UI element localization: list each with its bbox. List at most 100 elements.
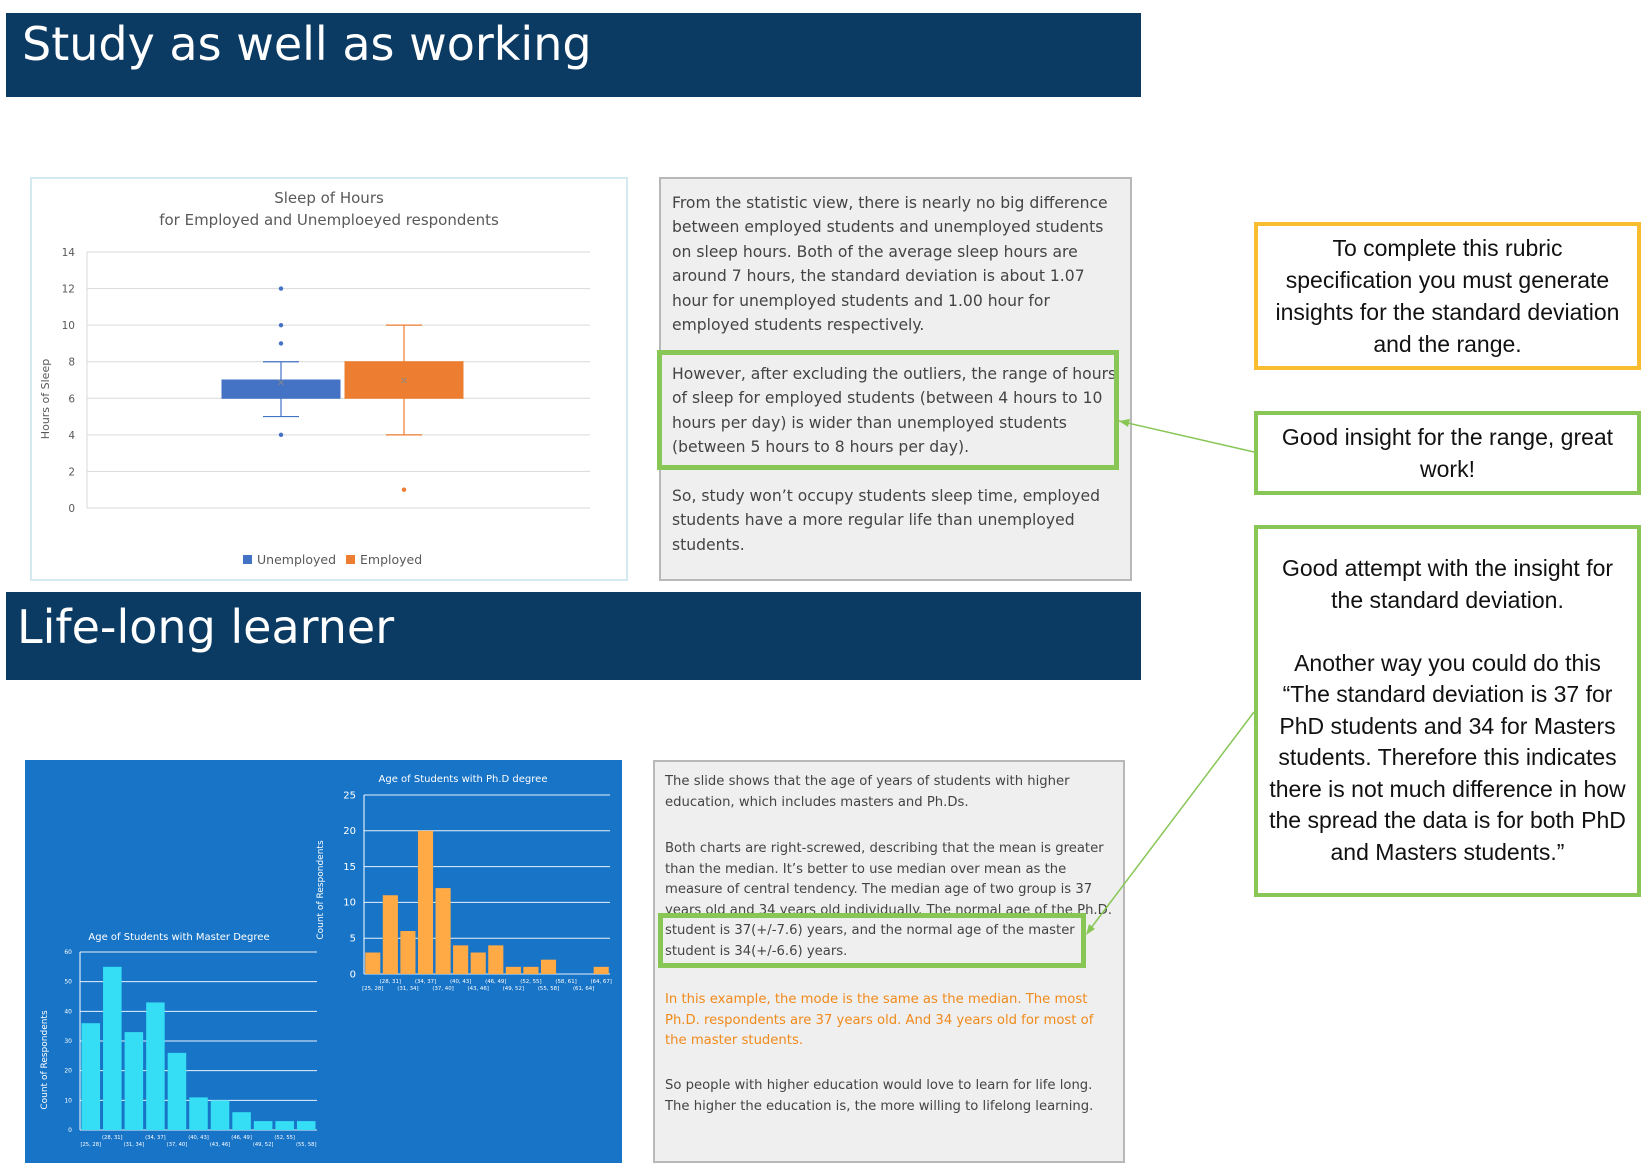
phd-bar bbox=[505, 966, 521, 974]
age-analysis-text: The slide shows that the age of years of… bbox=[653, 760, 1125, 1163]
master-x-tick-label: (28, 31] bbox=[102, 1135, 123, 1141]
master-bar bbox=[275, 1121, 294, 1130]
sleep-y-tick-label: 6 bbox=[68, 393, 75, 405]
master-y-tick-label: 10 bbox=[64, 1097, 72, 1104]
section-title-study-working: Study as well as working bbox=[6, 13, 1141, 97]
age-charts-panel: Age of Students with Ph.D degree Count o… bbox=[25, 760, 622, 1163]
age-text-paragraph-2: Both charts are right-screwed, describin… bbox=[665, 841, 1112, 959]
master-y-tick-label: 50 bbox=[64, 979, 72, 986]
age-text-paragraph-1: The slide shows that the age of years of… bbox=[665, 774, 1070, 810]
phd-y-tick-label: 15 bbox=[343, 862, 356, 873]
phd-y-tick-label: 10 bbox=[343, 898, 356, 909]
master-y-tick-label: 30 bbox=[64, 1038, 72, 1045]
age-text-paragraph-3: In this example, the mode is the same as… bbox=[665, 992, 1094, 1049]
phd-bar bbox=[417, 830, 434, 974]
sleep-y-tick-label: 4 bbox=[68, 430, 75, 442]
master-bar bbox=[81, 1023, 101, 1130]
phd-bar bbox=[435, 888, 451, 974]
master-bar bbox=[253, 1121, 273, 1130]
unemployed-outlier-point bbox=[278, 322, 284, 328]
master-x-tick-label: (52, 55] bbox=[274, 1135, 295, 1141]
age-text-paragraph-4: So people with higher education would lo… bbox=[665, 1078, 1094, 1114]
phd-bar bbox=[523, 966, 539, 974]
sleep-text-paragraph-3: So, study won’t occupy students sleep ti… bbox=[672, 487, 1101, 554]
unemployed-mean-marker: × bbox=[277, 377, 285, 388]
sleep-y-tick-label: 10 bbox=[62, 320, 75, 332]
phd-x-tick-label: (43, 46] bbox=[468, 986, 489, 992]
master-chart-title: Age of Students with Master Degree bbox=[88, 932, 269, 943]
phd-y-tick-label: 25 bbox=[343, 790, 356, 801]
sleep-y-tick-label: 12 bbox=[62, 284, 75, 296]
sleep-text-paragraph-1: From the statistic view, there is nearly… bbox=[672, 194, 1108, 335]
phd-bar bbox=[400, 931, 416, 974]
sleep-chart-panel: Sleep of Hours for Employed and Unemploe… bbox=[30, 177, 628, 581]
phd-y-axis-label: Count of Respondents bbox=[316, 840, 326, 940]
feedback-std-text-2: Another way you could do this “The stand… bbox=[1269, 649, 1626, 866]
phd-bar bbox=[593, 966, 609, 974]
phd-x-tick-label: (46, 49] bbox=[485, 979, 506, 985]
master-y-tick-label: 60 bbox=[64, 949, 72, 956]
section-title-life-long-learner: Life-long learner bbox=[6, 592, 1141, 680]
master-x-tick-label: (31, 34] bbox=[124, 1142, 145, 1148]
age-histograms: Age of Students with Ph.D degree Count o… bbox=[40, 774, 612, 1148]
feedback-std-text-1: Good attempt with the insight for the st… bbox=[1281, 555, 1614, 613]
phd-bar bbox=[382, 895, 398, 974]
sleep-chart-subtitle: for Employed and Unemploeyed respondents bbox=[159, 211, 499, 229]
sleep-y-tick-label: 2 bbox=[68, 466, 75, 478]
legend-swatch-unemployed bbox=[243, 555, 252, 564]
phd-bar bbox=[488, 945, 504, 974]
master-bar bbox=[146, 1002, 165, 1130]
legend-label-employed: Employed bbox=[360, 552, 422, 567]
feedback-rubric-text: To complete this rubric specification yo… bbox=[1275, 235, 1620, 357]
master-bar bbox=[167, 1052, 187, 1130]
phd-x-tick-label: (34, 37] bbox=[415, 979, 436, 985]
master-x-tick-label: (40, 43] bbox=[188, 1135, 209, 1141]
phd-y-tick-label: 20 bbox=[343, 826, 356, 837]
connector-range-line bbox=[1118, 420, 1255, 453]
master-x-tick-label: (43, 46] bbox=[210, 1142, 231, 1148]
phd-bar bbox=[470, 952, 486, 974]
unemployed-outlier-point bbox=[278, 341, 284, 346]
master-y-tick-label: 40 bbox=[64, 1008, 72, 1015]
master-x-tick-label: (46, 49] bbox=[231, 1135, 252, 1141]
feedback-range-text: Good insight for the range, great work! bbox=[1281, 424, 1614, 482]
master-bar bbox=[189, 1097, 208, 1130]
legend-label-unemployed: Unemployed bbox=[257, 552, 336, 567]
master-bar bbox=[124, 1032, 144, 1130]
phd-bar bbox=[365, 952, 381, 974]
sleep-analysis-text: From the statistic view, there is nearly… bbox=[659, 177, 1132, 581]
master-y-tick-label: 0 bbox=[68, 1127, 72, 1134]
master-y-tick-label: 20 bbox=[64, 1068, 72, 1075]
phd-x-tick-label: [25, 28] bbox=[362, 986, 383, 992]
feedback-rubric-note: To complete this rubric specification yo… bbox=[1254, 222, 1641, 370]
master-x-tick-label: (49, 52] bbox=[253, 1142, 274, 1148]
unemployed-outlier-point bbox=[278, 432, 284, 438]
sleep-y-tick-label: 14 bbox=[62, 247, 76, 259]
feedback-std-note: Good attempt with the insight for the st… bbox=[1254, 525, 1641, 897]
employed-mean-marker: × bbox=[400, 376, 408, 387]
master-x-tick-label: (55, 58] bbox=[296, 1142, 317, 1148]
sleep-y-axis-label: Hours of Sleep bbox=[39, 359, 52, 439]
legend-swatch-employed bbox=[346, 555, 355, 564]
phd-x-tick-label: (55, 58] bbox=[538, 986, 559, 992]
highlight-std-deviation-sentence bbox=[658, 913, 1086, 968]
phd-x-tick-label: (28, 31] bbox=[380, 979, 401, 985]
sleep-text-paragraph-2: However, after excluding the outliers, t… bbox=[672, 365, 1117, 457]
phd-x-tick-label: (52, 55] bbox=[520, 979, 541, 985]
phd-x-tick-label: (64, 67] bbox=[591, 979, 612, 985]
phd-bar bbox=[540, 959, 557, 974]
phd-x-tick-label: (49, 52] bbox=[503, 986, 524, 992]
phd-x-tick-label: (40, 43] bbox=[450, 979, 471, 985]
master-x-tick-label: [25, 28] bbox=[80, 1142, 101, 1148]
master-x-tick-label: (37, 40] bbox=[167, 1142, 188, 1148]
master-x-tick-label: (34, 37] bbox=[145, 1135, 166, 1141]
highlight-range-paragraph bbox=[657, 350, 1119, 470]
master-bar bbox=[103, 966, 122, 1130]
phd-chart-title: Age of Students with Ph.D degree bbox=[379, 774, 548, 785]
sleep-y-tick-label: 8 bbox=[68, 357, 75, 369]
sleep-chart-title: Sleep of Hours bbox=[274, 189, 384, 207]
phd-bar bbox=[453, 945, 469, 974]
master-bar bbox=[232, 1112, 251, 1130]
master-y-axis-label: Count of Respondents bbox=[40, 1010, 50, 1110]
employed-outlier-point bbox=[401, 487, 407, 492]
